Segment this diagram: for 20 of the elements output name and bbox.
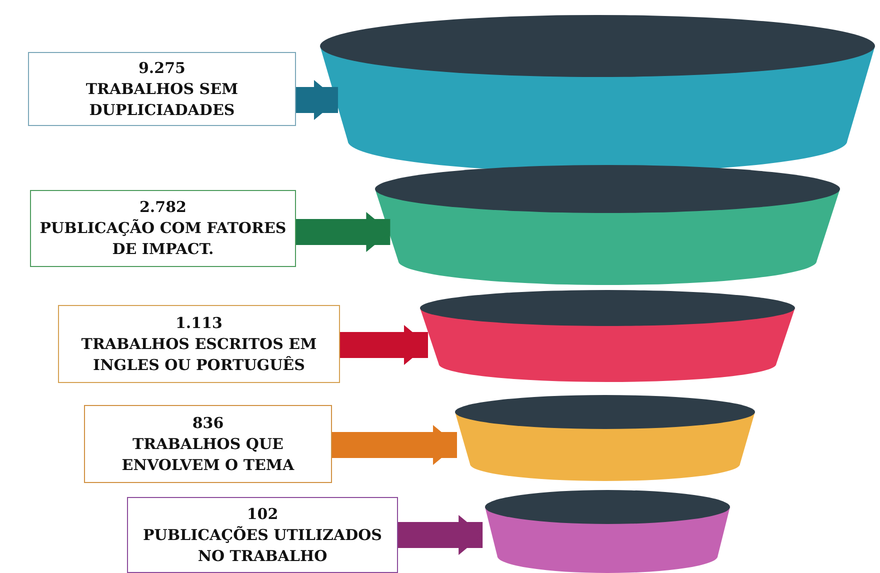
arrow [398, 515, 483, 555]
box-label: TRABALHOS QUE ENVOLVEM O TEMA [120, 434, 296, 476]
count-number: 836 [192, 412, 224, 434]
arrow [296, 80, 338, 120]
text-box [28, 52, 296, 126]
box-label: PUBLICAÇÕES UTILIZADOS NO TRABALHO [142, 524, 383, 566]
arrow [340, 325, 428, 365]
box-label: PUBLICAÇÃO COM FATORES DE IMPACT. [39, 218, 287, 260]
text-box [84, 405, 332, 483]
count-number: 2.782 [140, 197, 186, 218]
box-label: TRABALHOS ESCRITOS EM INGLES OU PORTUGUÊS [80, 334, 318, 376]
count-number: 102 [246, 504, 278, 524]
arrow [296, 212, 390, 252]
arrow [332, 425, 457, 465]
count-number: 9.275 [138, 58, 186, 78]
box-label: TRABALHOS SEM DUPLICIADADES [84, 78, 240, 120]
text-box [58, 305, 340, 383]
text-box [127, 497, 398, 573]
text-box [30, 190, 296, 267]
count-number: 1.113 [176, 312, 222, 334]
